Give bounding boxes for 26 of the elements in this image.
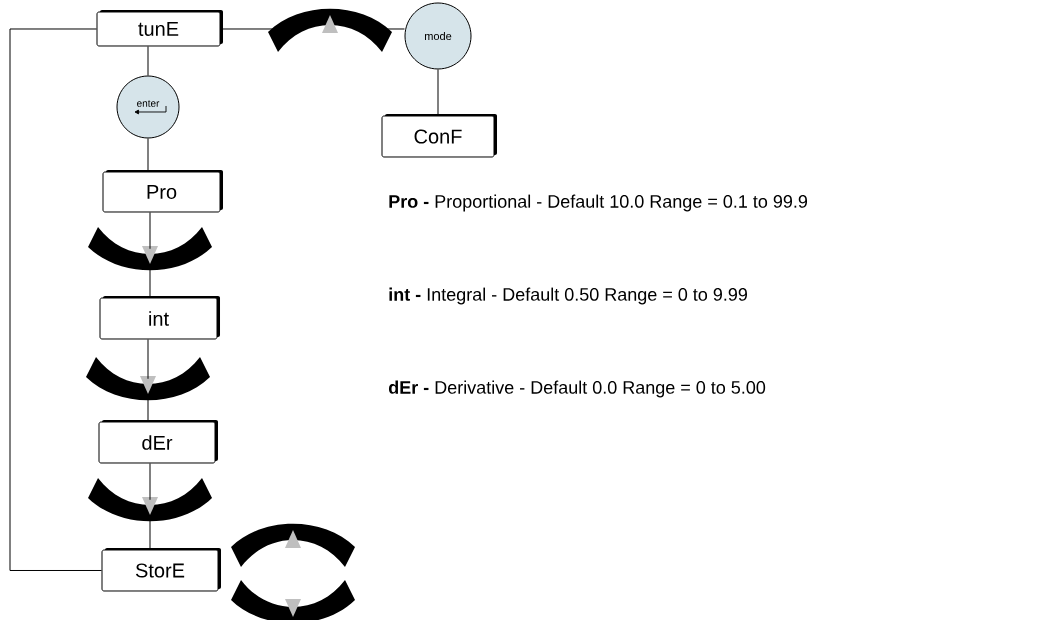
key-button: enter bbox=[116, 75, 180, 139]
connector-line bbox=[147, 339, 149, 380]
display-box: int bbox=[99, 296, 220, 340]
arrow-key bbox=[268, 8, 392, 52]
arrow-key bbox=[88, 478, 212, 522]
arrow-key bbox=[86, 357, 210, 401]
connector-line bbox=[9, 28, 102, 571]
connector-line bbox=[220, 28, 274, 30]
key-button: mode bbox=[404, 2, 472, 70]
display-box: StorE bbox=[101, 548, 221, 592]
display-box: Pro bbox=[102, 170, 223, 213]
connector-line bbox=[149, 212, 151, 250]
connector-line bbox=[147, 138, 149, 172]
arrow-key bbox=[88, 227, 212, 271]
display-box: ConF bbox=[381, 114, 497, 158]
connector-line bbox=[386, 28, 405, 30]
connector-line bbox=[149, 463, 151, 501]
display-box: tunE bbox=[96, 10, 223, 47]
display-box: dEr bbox=[98, 420, 218, 464]
connector-line bbox=[437, 69, 439, 116]
arrow-key bbox=[231, 523, 355, 567]
parameter-description: Pro - Proportional - Default 10.0 Range = 0.1 to 99.9 bbox=[389, 194, 808, 212]
connector-line bbox=[147, 46, 149, 76]
parameter-description: dEr - Derivative - Default 0.0 Range = 0 to 5.00 bbox=[388, 380, 766, 398]
arrow-key bbox=[231, 580, 355, 620]
parameter-description: int - Integral - Default 0.50 Range = 0 to 9.99 bbox=[389, 287, 747, 305]
